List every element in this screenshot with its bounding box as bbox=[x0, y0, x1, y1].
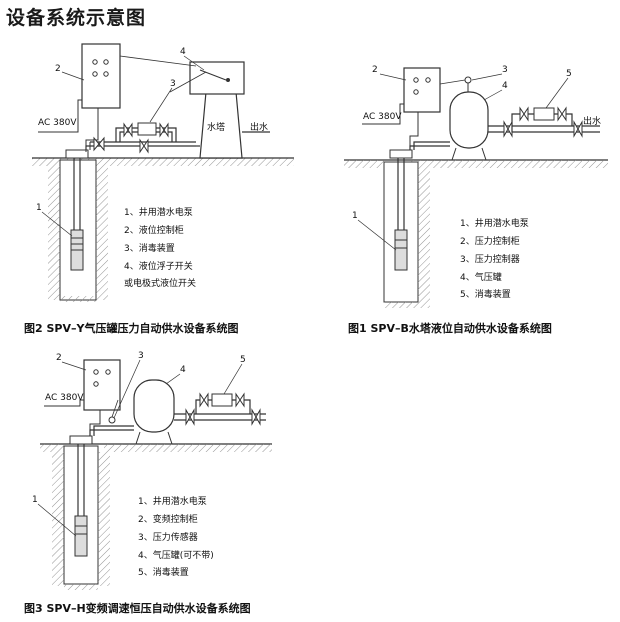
valve bbox=[557, 106, 567, 122]
legend-item: 1、井用潜水电泵 bbox=[460, 217, 529, 229]
legend-item: 2、压力控制柜 bbox=[460, 235, 520, 247]
valve bbox=[199, 392, 209, 408]
ground-hatch bbox=[104, 444, 272, 452]
well-wall-right bbox=[418, 168, 430, 308]
wellhead bbox=[65, 149, 89, 159]
pressure-controller bbox=[464, 76, 472, 84]
check-valve bbox=[93, 136, 105, 152]
outlet-label: 出水 bbox=[583, 115, 601, 127]
well-wall-right bbox=[96, 166, 108, 300]
valve bbox=[251, 408, 261, 426]
well-shaft bbox=[63, 445, 99, 585]
submersible-pump bbox=[394, 229, 408, 271]
legend-item: 1、井用潜水电泵 bbox=[138, 495, 207, 507]
valve bbox=[139, 138, 149, 154]
legend-item: 4、气压罐 bbox=[460, 271, 502, 283]
signal-line bbox=[119, 55, 197, 67]
valve bbox=[503, 120, 513, 138]
callout-4: 4 bbox=[180, 365, 186, 375]
pressure-tank bbox=[133, 379, 175, 433]
legend-item: 4、液位浮子开关 bbox=[124, 260, 193, 272]
diagram-caption: 图3 SPV–H变频调速恒压自动供水设备系统图 bbox=[24, 601, 251, 615]
diagram-caption: 图2 SPV–Y气压罐压力自动供水设备系统图 bbox=[24, 321, 238, 335]
ground-hatch bbox=[410, 160, 608, 168]
power-input-line bbox=[44, 399, 84, 407]
well-shaft bbox=[383, 161, 419, 303]
callout-3: 3 bbox=[138, 351, 144, 361]
outlet-label: 出水 bbox=[250, 121, 268, 133]
power-label: AC 380V bbox=[45, 393, 84, 403]
well-bottom bbox=[64, 584, 98, 590]
valve bbox=[573, 120, 583, 138]
callout-2: 2 bbox=[56, 353, 62, 363]
power-label: AC 380V bbox=[38, 118, 77, 128]
power-cable bbox=[409, 108, 419, 150]
wellhead bbox=[69, 435, 93, 445]
wellhead bbox=[389, 149, 413, 159]
disinfection-device bbox=[211, 393, 233, 407]
disinfection-device bbox=[533, 107, 555, 121]
valve bbox=[123, 122, 133, 138]
legend-item: 3、压力传感器 bbox=[138, 531, 198, 543]
page-title: 设备系统示意图 bbox=[6, 7, 147, 29]
callout-1: 1 bbox=[32, 495, 38, 505]
signal-line bbox=[169, 71, 207, 93]
callout-1: 1 bbox=[36, 203, 42, 213]
diagram-2: AC 380V 水塔 出水 1 2 3 4 bbox=[24, 43, 294, 335]
callout-2: 2 bbox=[372, 65, 378, 75]
water-tower-tank bbox=[189, 61, 245, 95]
power-label: AC 380V bbox=[363, 112, 402, 122]
well-wall-right bbox=[98, 452, 110, 586]
well-bottom bbox=[60, 296, 96, 302]
submersible-pump bbox=[74, 515, 88, 557]
valve bbox=[235, 392, 245, 408]
callout-1: 1 bbox=[352, 211, 358, 221]
diagram-1: AC 380V 出水 1 2 3 4 5 1、井用潜水电泵 2、压力控制柜 bbox=[344, 65, 608, 335]
control-cabinet bbox=[83, 359, 121, 411]
well-wall-left bbox=[48, 166, 60, 300]
valve bbox=[159, 122, 169, 138]
legend-item: 或电极式液位开关 bbox=[124, 277, 196, 289]
outlet-pipe bbox=[85, 145, 196, 150]
legend-item: 1、井用潜水电泵 bbox=[124, 206, 193, 218]
float-switch bbox=[199, 69, 227, 81]
callout-3: 3 bbox=[170, 79, 176, 89]
signal-line bbox=[439, 79, 466, 85]
well-bottom bbox=[384, 302, 418, 308]
tower-label: 水塔 bbox=[207, 121, 225, 133]
callout-4: 4 bbox=[502, 81, 508, 91]
pressure-tank bbox=[449, 91, 489, 149]
power-input-line bbox=[362, 103, 404, 125]
diagram-3: AC 380V 1 2 3 4 5 1、井用潜水电泵 2、变频控制柜 3、压力传… bbox=[24, 351, 272, 615]
legend-item: 3、压力控制器 bbox=[460, 253, 520, 265]
valve bbox=[519, 106, 529, 122]
well-wall-left bbox=[52, 452, 64, 586]
disinfection-device bbox=[137, 122, 157, 136]
legend-item: 5、消毒装置 bbox=[460, 288, 511, 300]
callout-5: 5 bbox=[240, 355, 246, 365]
control-cabinet bbox=[403, 67, 441, 113]
power-cable bbox=[89, 408, 101, 436]
legend-item: 4、气压罐(可不带) bbox=[138, 549, 214, 561]
callout-4: 4 bbox=[180, 47, 186, 57]
control-cabinet bbox=[81, 43, 121, 109]
valve bbox=[185, 408, 195, 426]
legend-item: 3、消毒装置 bbox=[124, 242, 175, 254]
callout-2: 2 bbox=[55, 64, 61, 74]
callout-5: 5 bbox=[566, 69, 572, 79]
callout-3: 3 bbox=[502, 65, 508, 75]
power-input-line bbox=[38, 99, 82, 133]
legend-item: 5、消毒装置 bbox=[138, 566, 189, 578]
signal-line bbox=[111, 399, 119, 418]
diagram-caption: 图1 SPV–B水塔液位自动供水设备系统图 bbox=[348, 321, 552, 335]
legend-item: 2、变频控制柜 bbox=[138, 513, 198, 525]
legend-item: 2、液位控制柜 bbox=[124, 224, 184, 236]
ground-hatch bbox=[32, 158, 294, 166]
